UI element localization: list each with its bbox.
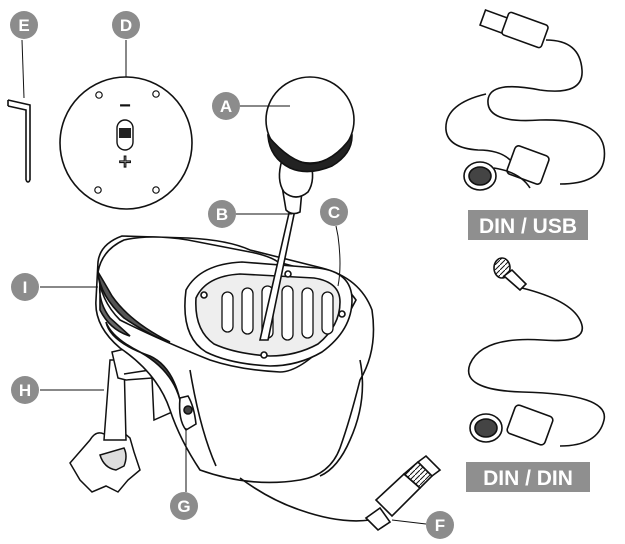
din-din-tag: DIN / DIN (466, 462, 590, 492)
callout-e: E (10, 11, 38, 39)
din-usb-cable (446, 10, 605, 190)
leader-f (392, 520, 426, 524)
callout-i-label: I (23, 278, 28, 297)
callout-d: D (112, 11, 140, 39)
din-din-tag-label: DIN / DIN (483, 467, 573, 490)
callout-a: A (212, 92, 240, 120)
mounting-plate: − + (60, 77, 192, 209)
callout-g: G (170, 492, 198, 520)
callout-f: F (426, 511, 454, 539)
minus-symbol: − (119, 95, 131, 117)
plus-symbol: + (119, 149, 132, 174)
callout-f-label: F (435, 516, 445, 535)
callout-h: H (11, 376, 39, 404)
allen-key (8, 100, 30, 182)
callout-d-label: D (120, 16, 132, 35)
shift-knob (266, 77, 354, 172)
callout-c-label: C (328, 203, 340, 222)
din-usb-tag-label: DIN / USB (479, 215, 577, 238)
callout-g-label: G (177, 497, 190, 516)
leader-e (22, 40, 24, 98)
callout-i: I (11, 273, 39, 301)
callout-a-label: A (220, 97, 232, 116)
callout-b: B (208, 200, 236, 228)
callout-b-label: B (216, 205, 228, 224)
din-din-cable (469, 258, 605, 446)
shifter-body (96, 236, 374, 482)
din-usb-tag: DIN / USB (468, 210, 588, 240)
callout-e-label: E (18, 16, 29, 35)
callout-c: C (320, 198, 348, 226)
callout-h-label: H (19, 381, 31, 400)
